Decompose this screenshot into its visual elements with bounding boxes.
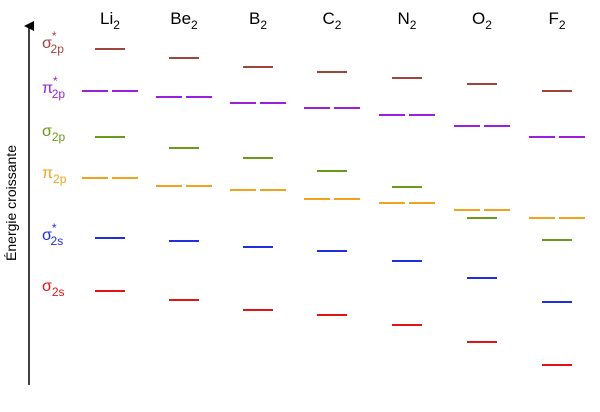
orbital-subscript: 2p: [52, 130, 66, 144]
orbital-subscript: 2s: [52, 285, 65, 299]
orbital-letter: σ: [42, 227, 52, 244]
orbital-label-sigma-2p: σ2p: [42, 123, 66, 144]
orbital-letter: σ: [42, 278, 52, 295]
orbital-letter: σ: [42, 35, 52, 52]
energy-levels: [82, 48, 585, 366]
molecule-symbol: Be: [170, 9, 191, 28]
molecule-subscript: 2: [485, 18, 492, 32]
molecule-subscript: 2: [113, 18, 120, 32]
orbital-subscript: 2p: [52, 87, 66, 101]
orbital-star: *: [53, 74, 58, 88]
orbital-label-pi-2p: π2p: [42, 165, 67, 186]
molecule-symbol: C: [323, 9, 335, 28]
orbital-letter: π: [42, 165, 53, 182]
molecule-header-f: F2: [548, 9, 565, 32]
molecule-header-b: B2: [249, 9, 267, 32]
molecule-subscript: 2: [559, 18, 566, 32]
molecule-subscript: 2: [335, 18, 342, 32]
orbital-label-sigma-2p-star: σ*2p: [42, 29, 64, 56]
orbital-star: *: [52, 221, 57, 235]
molecule-header-n: N2: [398, 9, 417, 32]
molecule-symbol: Li: [100, 9, 113, 28]
molecule-subscript: 2: [410, 18, 417, 32]
molecule-subscript: 2: [260, 18, 267, 32]
molecule-symbol: O: [472, 9, 485, 28]
energy-axis-label: Énergie croissante: [3, 145, 19, 261]
molecule-symbol: N: [398, 9, 410, 28]
orbital-label-sigma-2s: σ2s: [42, 278, 65, 299]
molecule-header-li: Li2: [100, 9, 120, 32]
orbital-subscript: 2p: [51, 42, 65, 56]
molecule-symbol: B: [249, 9, 260, 28]
molecule-header-be: Be2: [170, 9, 198, 32]
molecule-subscript: 2: [191, 18, 198, 32]
orbital-subscript: 2p: [53, 172, 67, 186]
orbital-star: *: [52, 29, 57, 43]
orbital-label-sigma-2s-star: σ*2s: [42, 221, 63, 248]
molecule-header-o: O2: [472, 9, 492, 32]
molecule-symbol: F: [548, 9, 558, 28]
orbital-letter: π: [42, 80, 53, 97]
orbital-subscript: 2s: [51, 234, 64, 248]
orbital-label-pi-2p-star: π*2p: [42, 74, 65, 101]
molecule-header-c: C2: [323, 9, 342, 32]
orbital-letter: σ: [42, 123, 52, 140]
